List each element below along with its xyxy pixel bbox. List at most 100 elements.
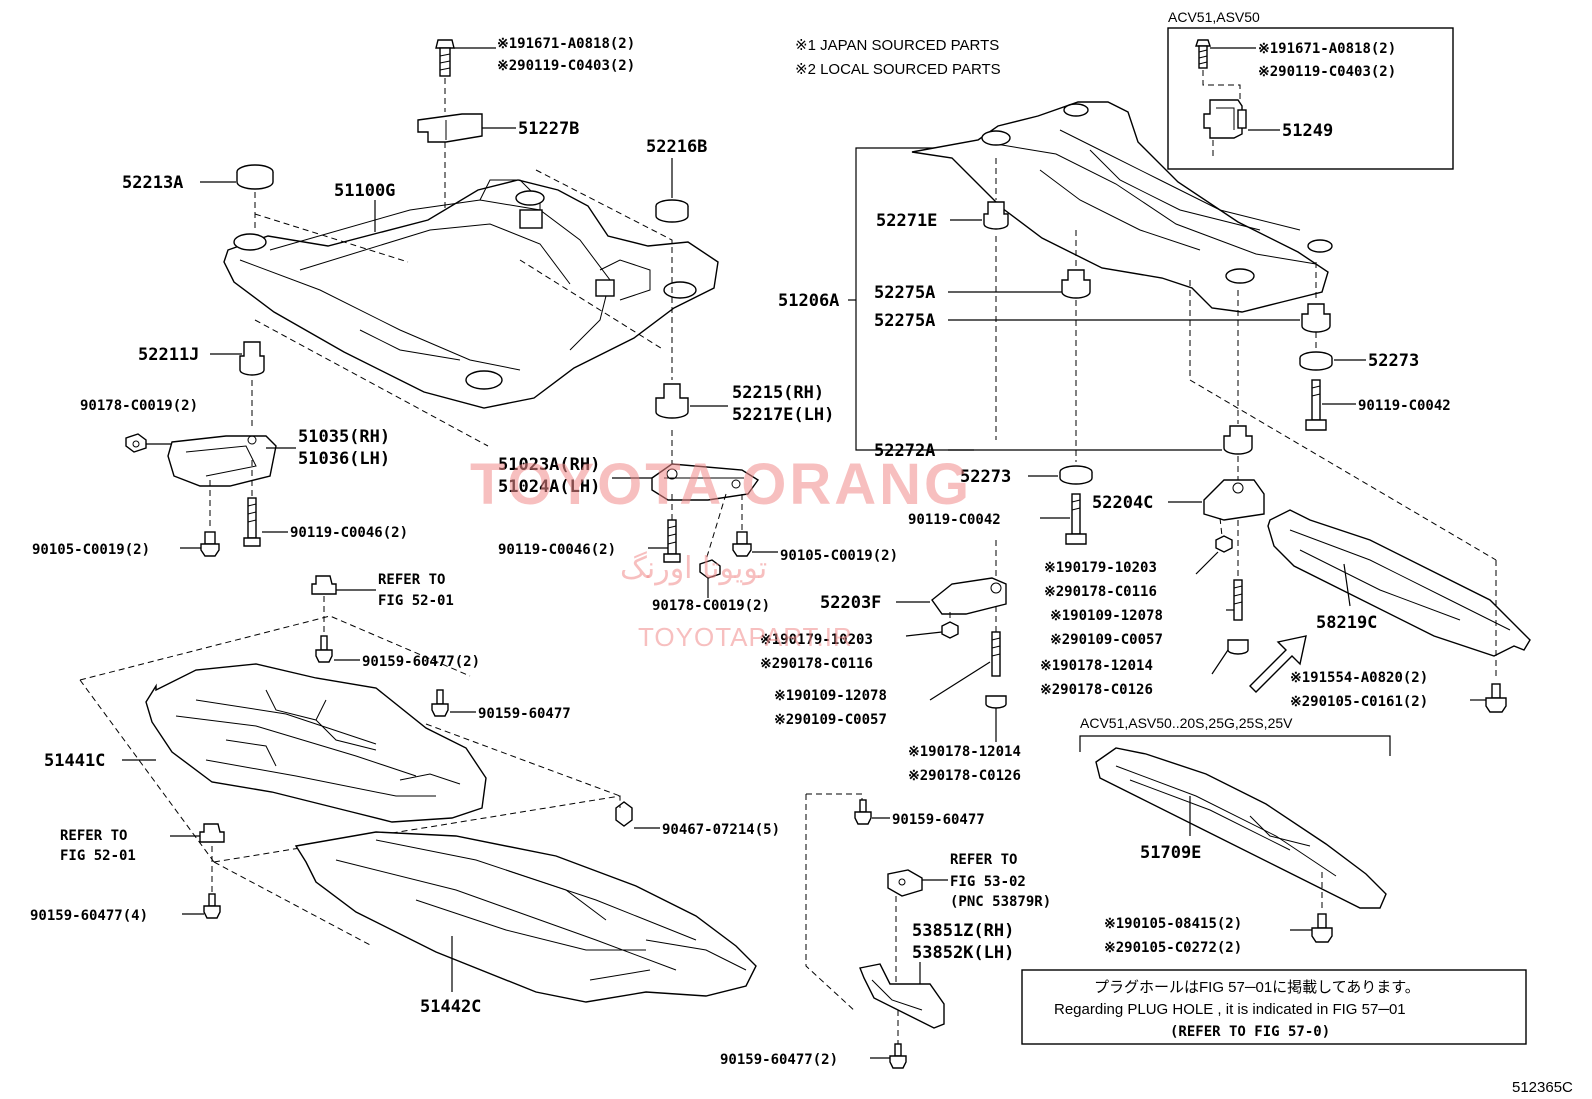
part-90159-60477-d-label: 90159-60477 [892,812,985,828]
figure-code: 512365C [1512,1079,1573,1096]
bushing-52271E-icon [983,201,1009,230]
part-90467-07214-label: 90467-07214(5) [662,822,780,838]
part-52215-label: 52215(RH) [732,383,824,403]
part-51035-label: 51035(RH) [298,427,390,447]
plug-note-ref: (REFER TO FIG 57-0) [1170,1024,1330,1040]
nut-right-lower-icon [1227,639,1249,655]
note-japan-sourced: ※1 JAPAN SOURCED PARTS [795,37,999,54]
plug-note-en: Regarding PLUG HOLE , it is indicated in… [1054,1001,1406,1018]
bolt-90119-C0042-middle-icon [1065,493,1087,545]
top-bolt-icon [435,39,455,77]
part-51100G-label: 51100G [334,181,395,201]
bushing-52216B-icon [655,199,689,223]
under-cover-51441C-icon [145,663,487,823]
bushing-52272A-icon [1223,425,1253,455]
refer-to-label-2a: REFER TO [60,828,127,844]
bolt-90119-C0042-right-icon [1305,379,1327,431]
bracket-51023A-icon [651,463,760,501]
under-cover-51442C-icon [294,831,757,1003]
stud-right-icon [1233,579,1243,621]
part-52216B-label: 52216B [646,137,707,157]
part-52275A-1-label: 52275A [874,283,935,303]
bolt-90159-c-icon [203,893,221,919]
clip-90467-icon [615,801,633,827]
inset-bolt-label-1: ※191671-A0818(2) [1258,41,1396,57]
part-52271E-label: 52271E [876,211,937,231]
part-52273-middle-label: 52273 [960,467,1011,487]
inset-acv51-asv50: ACV51,ASV50 ※191671-A0818(2) ※290119-C04… [1167,9,1454,170]
refer-to-label-3c: (PNC 53879R) [950,894,1051,910]
nut-middle-lower-icon [985,695,1007,709]
part-52272A-label: 52272A [874,441,935,461]
nut-52203F-icon [941,621,959,639]
part-90159-60477-e-label: 90159-60477(2) [720,1052,838,1068]
part-52275A-2-label: 52275A [874,311,935,331]
part-52217E-label: 52217E(LH) [732,405,834,425]
part-90159-60477-a-label: 90159-60477(2) [362,654,480,670]
bolt-90159-e-icon [889,1043,907,1069]
part-90105-C0019-center-label: 90105-C0019(2) [780,548,898,564]
variant-title: ACV51,ASV50..20S,25G,25S,25V [1080,715,1293,731]
part-90178-C0019-left-label: 90178-C0019(2) [80,398,198,414]
bolt-90159-a-icon [315,635,333,663]
part-51023A-label: 51023A(RH) [498,455,600,475]
part-52203F-label: 52203F [820,593,881,613]
right-bolt-1b-label: ※290178-C0116 [1044,584,1157,600]
inset-frame [1167,27,1454,170]
b58-label-a: ※191554-A0820(2) [1290,670,1428,686]
refer-to-label-2b: FIG 52-01 [60,848,136,864]
top-bolt-label-1: ※191671-A0818(2) [497,36,635,52]
right-bolt-2a-label: ※190109-12078 [1050,608,1163,624]
refer-to-label-1a: REFER TO [378,572,445,588]
right-bolt-2b-label: ※290109-C0057 [1050,632,1163,648]
inset-bolt-label-2: ※290119-C0403(2) [1258,64,1396,80]
front-subframe-51100G-icon [223,179,719,409]
bushing-52275A-2-icon [1301,303,1331,333]
part-51227B-label: 51227B [518,119,579,139]
part-53852K-label: 53852K(LH) [912,943,1014,963]
part-51249-label: 51249 [1282,121,1333,141]
refer-to-label-3b: FIG 53-02 [950,874,1026,890]
mid-bolt-2b-label: ※290109-C0057 [774,712,887,728]
right-bolt-3a-label: ※190178-12014 [1040,658,1153,674]
note-local-sourced: ※2 LOCAL SOURCED PARTS [795,61,1001,78]
b517-label-a: ※190105-08415(2) [1104,916,1242,932]
bolt-90119-left-icon [243,497,261,547]
nut-90178-center-icon [699,559,721,579]
part-52204C-label: 52204C [1092,493,1153,513]
part-90119-C0046-center-label: 90119-C0046(2) [498,542,616,558]
part-90119-C0042-right-label: 90119-C0042 [1358,398,1451,414]
part-90178-C0019-center-label: 90178-C0019(2) [652,598,770,614]
part-51024A-label: 51024A(LH) [498,477,600,497]
part-53851Z-label: 53851Z(RH) [912,921,1014,941]
part-51709E-label: 51709E [1140,843,1201,863]
part-90119-C0046-left-label: 90119-C0046(2) [290,525,408,541]
watermark-arabic: تويوتا اورنگ [620,551,767,586]
right-bolt-1a-label: ※190179-10203 [1044,560,1157,576]
nut-52204C-icon [1215,535,1233,553]
bracket-51035-icon [167,435,277,487]
b58-label-b: ※290105-C0161(2) [1290,694,1428,710]
part-90159-60477-c-label: 90159-60477(4) [30,908,148,924]
refer-clip-icon-2 [199,823,225,843]
bushing-52215-icon [655,383,689,419]
watermark-site: TOYOTAPART.IR [638,622,853,652]
part-52273-right-label: 52273 [1368,351,1419,371]
part-51206A-label: 51206A [778,291,839,311]
part-52211J-label: 52211J [138,345,199,365]
bushing-52211J-icon [239,341,265,376]
bracket-51227B-icon [417,113,483,143]
bolt-90105-center-icon [732,531,752,557]
bushing-52213A-icon [236,164,274,190]
part-51441C-label: 51441C [44,751,105,771]
mid-bolt-2a-label: ※190109-12078 [774,688,887,704]
inset-title: ACV51,ASV50 [1168,9,1260,25]
brace-51709E-icon [1095,747,1387,909]
part-58219C-label: 58219C [1316,613,1377,633]
brace-58219C-icon [1267,509,1531,657]
plug-note-jp: プラグホールはFIG 57─01に掲載してあります。 [1094,979,1420,996]
refer-to-label-3a: REFER TO [950,852,1017,868]
part-90159-60477-b-label: 90159-60477 [478,706,571,722]
rear-subframe-51206A-icon [911,101,1333,313]
part-90105-C0019-left-label: 90105-C0019(2) [32,542,150,558]
